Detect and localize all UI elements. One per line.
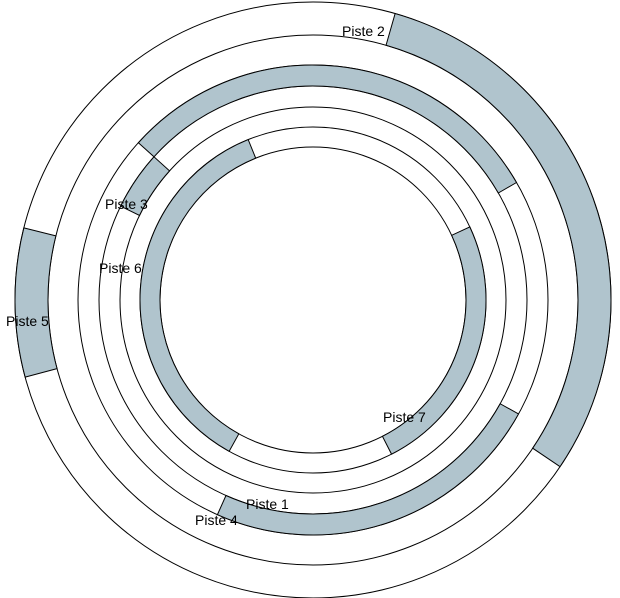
label-track-7: Piste 7: [383, 409, 426, 425]
label-track-2: Piste 2: [342, 23, 385, 39]
segment-track-6: [139, 138, 257, 452]
ring-boundary-2: [47, 34, 579, 566]
ring-boundary-4: [98, 85, 528, 515]
label-track-5: Piste 5: [6, 313, 49, 329]
track-labels: Piste 2 Piste 3 Piste 6 Piste 5 Piste 7 …: [6, 23, 426, 528]
label-track-4: Piste 4: [195, 512, 238, 528]
segment-track-3: [119, 156, 171, 217]
label-track-6: Piste 6: [99, 260, 142, 276]
label-track-3: Piste 3: [105, 196, 148, 212]
segment-track-5: [14, 227, 58, 378]
segment-track-4: [137, 64, 518, 194]
ring-boundary-5: [119, 106, 507, 494]
ring-boundary-7: [159, 146, 467, 454]
segment-track-7: [381, 226, 487, 455]
highlighted-segments: [14, 12, 612, 536]
label-track-1: Piste 1: [246, 496, 289, 512]
segment-track-2: [385, 12, 612, 468]
segment-track-1: [216, 403, 520, 536]
